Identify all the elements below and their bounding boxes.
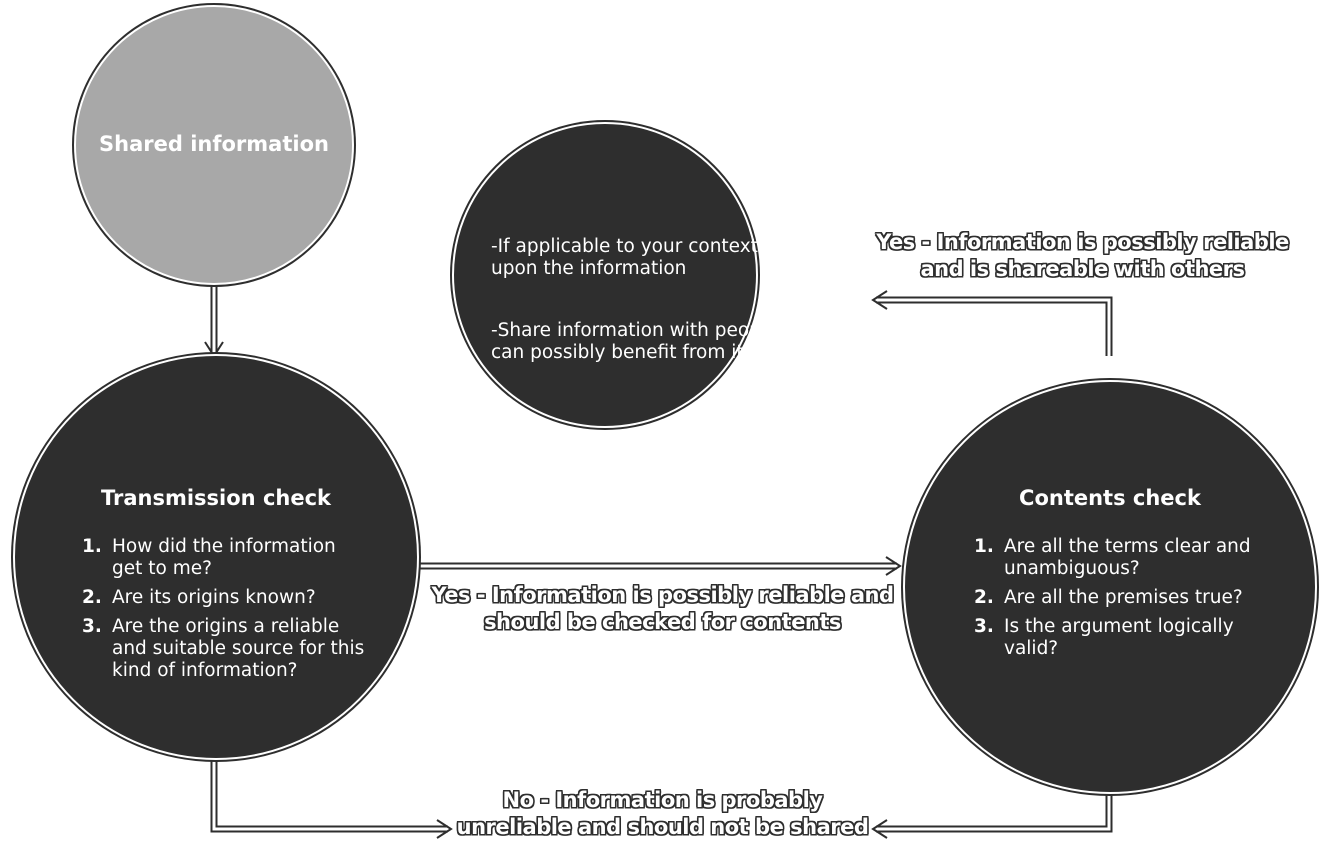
question-text: Are all the terms clear and unambiguous?: [1004, 536, 1251, 579]
transmission-check-title: Transmission check: [100, 486, 331, 510]
arrow-contents-to-no: [871, 795, 1113, 839]
edge-label-yes-shareable: Yes - Information is possibly reliable a…: [860, 229, 1305, 283]
arrow-transmission-to-no: [210, 761, 453, 839]
edge-label-line: Yes - Information is possibly reliable: [876, 230, 1289, 254]
edge-label-line: and is shareable with others: [920, 257, 1245, 281]
contents-question: 3. Is the argument logically valid?: [974, 616, 1274, 660]
edge-label-line: unreliable and should not be shared: [456, 815, 869, 839]
edge-label-no-unreliable: No - Information is probably unreliable …: [440, 787, 885, 841]
edge-label-yes-check-contents: Yes - Information is possibly reliable a…: [420, 582, 905, 636]
question-text: Are its origins known?: [112, 587, 316, 608]
edge-label-line: should be checked for contents: [484, 610, 841, 634]
arrow-shared-to-transmission: [204, 286, 224, 358]
shared-information-title: Shared information: [99, 132, 329, 156]
transmission-question: 2. Are its origins known?: [82, 587, 372, 609]
shared-information-node: [74, 5, 354, 285]
edge-label-line: No - Information is probably: [502, 788, 823, 812]
question-number: 2.: [974, 587, 994, 608]
contents-check-title: Contents check: [1019, 486, 1201, 510]
action-act-text: -If applicable to your context, act upon…: [491, 236, 799, 279]
question-number: 1.: [82, 536, 102, 557]
edge-label-line: Yes - Information is possibly reliable a…: [431, 583, 894, 607]
question-text: Are the origins a reliable and suitable …: [112, 616, 365, 681]
transmission-question: 1. How did the information get to me?: [82, 536, 372, 580]
question-text: Are all the premises true?: [1004, 587, 1243, 608]
question-number: 3.: [974, 616, 994, 637]
contents-question: 2. Are all the premises true?: [974, 587, 1274, 609]
question-number: 3.: [82, 616, 102, 637]
question-text: How did the information get to me?: [112, 536, 336, 579]
transmission-check-node: [13, 354, 419, 760]
contents-question: 1. Are all the terms clear and unambiguou…: [974, 536, 1274, 580]
question-number: 2.: [82, 587, 102, 608]
question-text: Is the argument logically valid?: [1004, 616, 1234, 659]
action-share-text: -Share information with people who can p…: [491, 320, 822, 363]
arrow-contents-to-action: [871, 290, 1113, 356]
action-node: [452, 122, 758, 428]
transmission-questions: 1. How did the information get to me? 2. A…: [82, 536, 372, 689]
transmission-question: 3. Are the origins a reliable and suitabl…: [82, 616, 372, 682]
contents-questions: 1. Are all the terms clear and unambiguou…: [974, 536, 1274, 667]
question-number: 1.: [974, 536, 994, 557]
arrow-transmission-to-contents: [420, 556, 902, 576]
contents-check-node: [903, 380, 1317, 794]
